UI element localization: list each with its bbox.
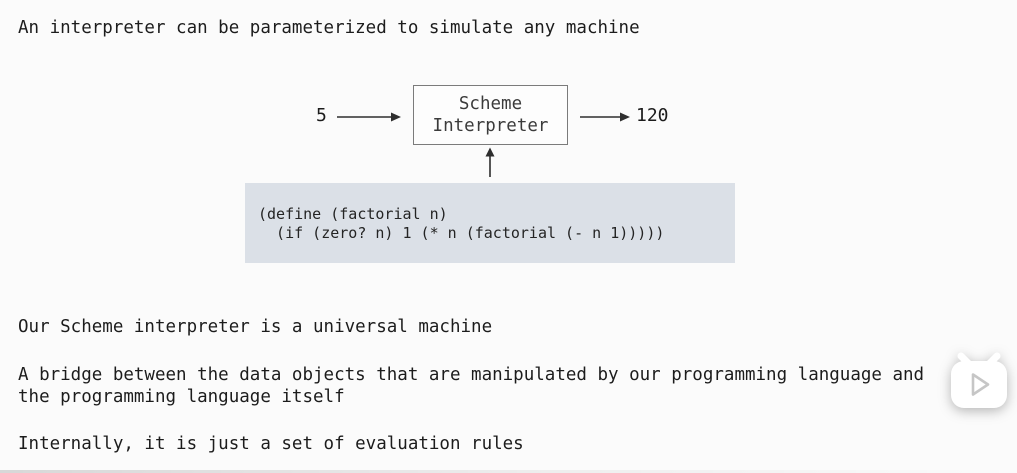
paragraph: A bridge between the data objects that a… [18, 364, 924, 408]
code-line: (if (zero? n) 1 (* n (factorial (- n 1))… [258, 224, 665, 242]
paragraph-line: Internally, it is just a set of evaluati… [18, 434, 524, 454]
arrow-up-icon [485, 147, 495, 177]
paragraph-line: A bridge between the data objects that a… [18, 365, 925, 385]
heading-text: An interpreter can be parameterized to s… [18, 18, 640, 38]
arrow-right-icon [337, 112, 401, 122]
frame-bottom-edge [0, 470, 1017, 473]
arrow-right-icon [580, 112, 630, 122]
paragraph-line: the programming language itself [18, 387, 345, 407]
interpreter-box: Scheme Interpreter [413, 85, 568, 145]
paragraph: Our Scheme interpreter is a universal ma… [18, 316, 492, 338]
tv-play-icon [951, 352, 1007, 408]
paragraph: Internally, it is just a set of evaluati… [18, 433, 524, 455]
interpreter-box-label-line2: Interpreter [432, 116, 549, 136]
diagram-input-value: 5 [316, 105, 327, 126]
code-block: (define (factorial n) (if (zero? n) 1 (*… [245, 183, 735, 263]
paragraph-line: Our Scheme interpreter is a universal ma… [18, 317, 493, 337]
interpreter-box-label-line1: Scheme [458, 94, 523, 114]
tv-play-button[interactable] [944, 348, 1014, 414]
diagram-output-value: 120 [636, 105, 669, 126]
code-line: (define (factorial n) [258, 205, 448, 223]
